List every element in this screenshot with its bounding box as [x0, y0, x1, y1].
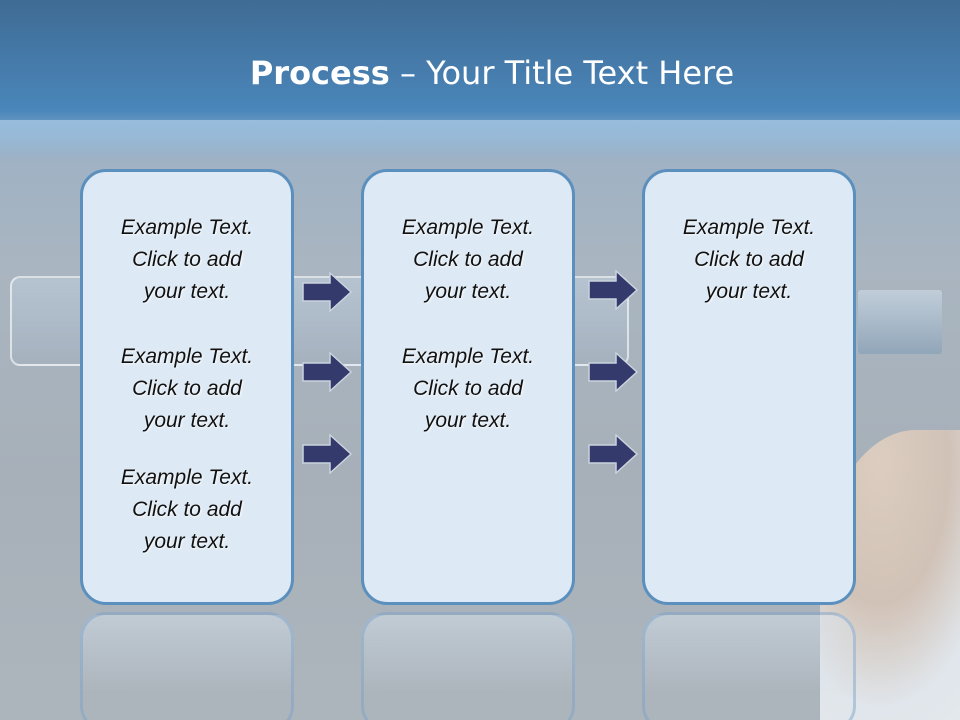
header-band: Process – Your Title Text Here — [0, 0, 960, 150]
slide-title[interactable]: Process – Your Title Text Here — [0, 54, 960, 92]
box-2-text-2[interactable]: Example Text. Click to add your text. — [401, 345, 535, 432]
process-box-3[interactable]: Example Text. Click to add your text. — [642, 169, 856, 605]
box-3-reflection — [642, 612, 856, 720]
right-arrow-icon — [302, 272, 352, 312]
background-button — [858, 290, 942, 354]
right-arrow-icon — [588, 352, 638, 392]
box-1-text-1[interactable]: Example Text. Click to add your text. — [120, 216, 254, 303]
box-2-reflection — [361, 612, 575, 720]
right-arrow-icon — [588, 434, 638, 474]
box-1-text-3[interactable]: Example Text. Click to add your text. — [120, 466, 254, 553]
right-arrow-icon — [302, 352, 352, 392]
box-2-text-1[interactable]: Example Text. Click to add your text. — [401, 216, 535, 303]
box-1-text-2[interactable]: Example Text. Click to add your text. — [120, 345, 254, 432]
process-box-1[interactable]: Example Text. Click to add your text. Ex… — [80, 169, 294, 605]
background-glow — [0, 120, 960, 160]
process-box-2[interactable]: Example Text. Click to add your text. Ex… — [361, 169, 575, 605]
box-1-reflection — [80, 612, 294, 720]
right-arrow-icon — [302, 434, 352, 474]
box-3-text-1[interactable]: Example Text. Click to add your text. — [682, 216, 816, 303]
title-bold: Process — [249, 54, 390, 92]
title-rest: – Your Title Text Here — [389, 54, 735, 92]
right-arrow-icon — [588, 270, 638, 310]
